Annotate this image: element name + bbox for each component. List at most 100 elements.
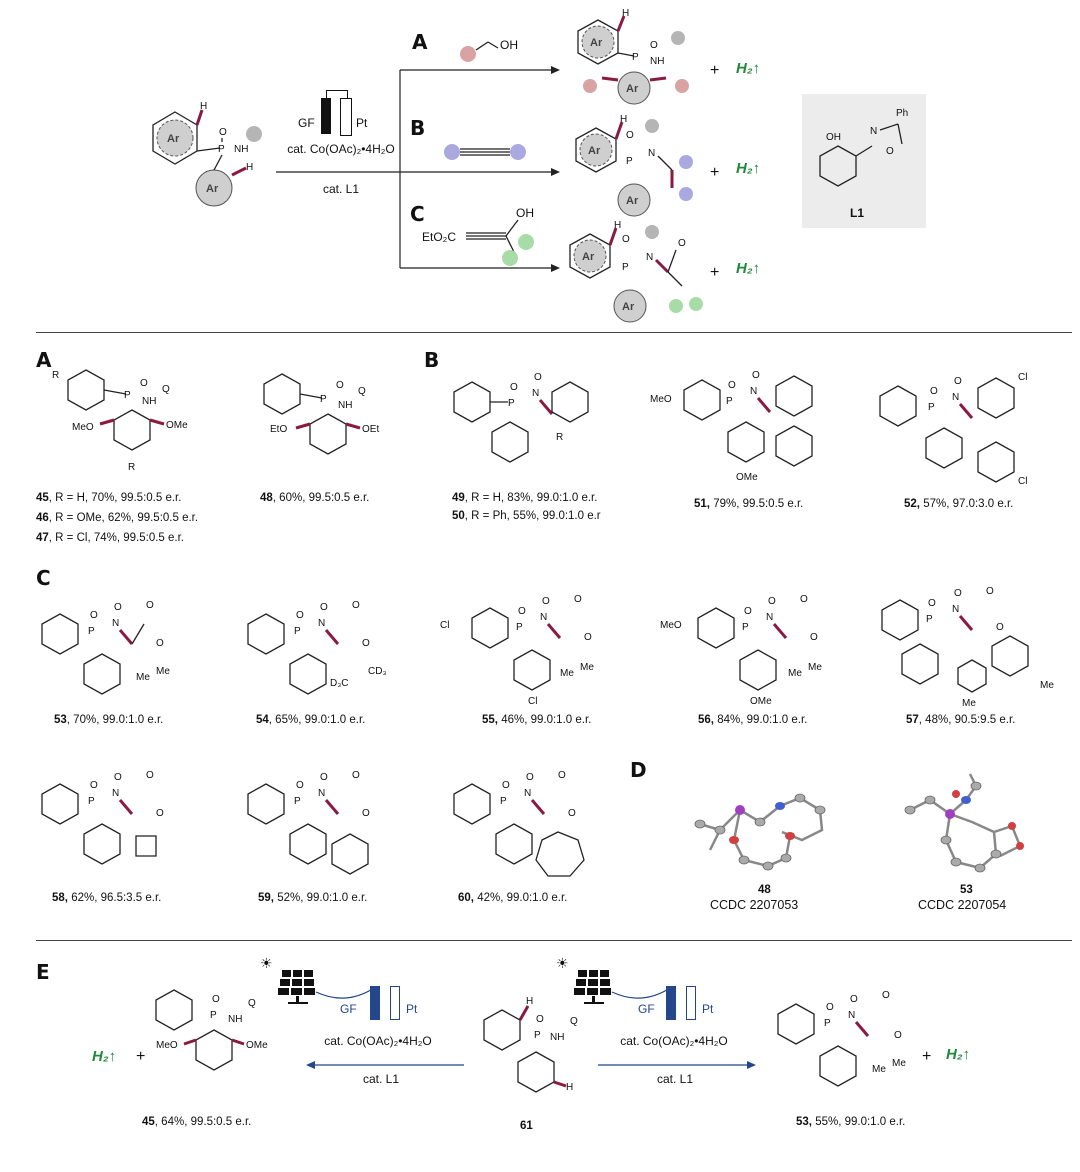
xray-48	[694, 793, 826, 871]
cell-wire	[326, 90, 348, 99]
e-compound-61-structure: H P O NH Q H	[483, 996, 578, 1093]
caption-45: 45, R = H, 70%, 99.5:0.5 e.r.	[36, 492, 182, 504]
product-c: Ar H P O N O Ar	[569, 220, 703, 323]
caption-46: 46, R = OMe, 62%, 99.5:0.5 e.r.	[36, 512, 199, 524]
h2-a: H₂↑	[736, 60, 761, 77]
svg-text:N: N	[870, 126, 877, 137]
e-h2-left: H₂↑	[92, 1048, 117, 1065]
svg-text:Cl: Cl	[440, 620, 449, 631]
svg-text:O: O	[558, 770, 566, 781]
svg-text:OMe: OMe	[736, 472, 758, 483]
svg-text:O: O	[156, 638, 164, 649]
e-right-ligand: cat. L1	[656, 1072, 694, 1086]
svg-text:D₃C: D₃C	[330, 678, 349, 689]
svg-text:O: O	[90, 610, 98, 621]
panel-d-letter: D	[630, 758, 647, 782]
compound-53-structure: P O N O O O Me Me	[41, 600, 170, 695]
e-right-gf: GF	[638, 1002, 655, 1016]
svg-text:O: O	[296, 610, 304, 621]
svg-text:O: O	[336, 380, 344, 391]
caption-56: 56, 84%, 99.0:1.0 e.r.	[698, 714, 808, 726]
svg-text:O: O	[930, 386, 938, 397]
solar-panel-right-icon: ☀	[556, 955, 611, 1004]
compound-51-structure: MeO P O N O OMe	[650, 370, 813, 483]
svg-text:P: P	[534, 1030, 541, 1041]
compound-60-structure: P O N O O O	[453, 770, 585, 877]
svg-text:Ar: Ar	[590, 37, 603, 49]
plus-c: +	[710, 264, 720, 281]
svg-text:O: O	[728, 380, 736, 391]
svg-text:Me: Me	[788, 668, 802, 679]
svg-text:O: O	[352, 770, 360, 781]
svg-text:P: P	[88, 626, 95, 637]
svg-text:Me: Me	[560, 668, 574, 679]
cell-pt-label: Pt	[356, 116, 368, 130]
svg-text:O: O	[114, 772, 122, 783]
branch-arrows	[276, 66, 560, 272]
svg-text:OMe: OMe	[166, 420, 188, 431]
caption-53: 53, 70%, 99.0:1.0 e.r.	[54, 714, 164, 726]
svg-text:O: O	[502, 780, 510, 791]
svg-text:O: O	[850, 994, 858, 1005]
svg-text:N: N	[524, 788, 531, 799]
reagent-propargyl	[466, 219, 534, 266]
svg-text:H: H	[620, 114, 627, 125]
svg-text:O: O	[140, 378, 148, 389]
svg-text:O: O	[752, 370, 760, 381]
svg-text:N: N	[318, 788, 325, 799]
svg-text:O: O	[886, 146, 894, 157]
panel-c-letter: C	[36, 566, 51, 590]
svg-text:Me: Me	[808, 662, 822, 673]
svg-text:O: O	[954, 376, 962, 387]
svg-text:☀: ☀	[260, 955, 273, 971]
svg-text:Q: Q	[570, 1016, 578, 1027]
svg-text:OMe: OMe	[246, 1040, 268, 1051]
h2-c: H₂↑	[736, 260, 761, 277]
svg-text:Ph: Ph	[896, 108, 908, 119]
e-left-gf-electrode	[370, 986, 380, 1020]
e-arrow-right	[598, 1061, 756, 1069]
compound-59-structure: P O N O O O	[247, 770, 370, 875]
xray-53-id: 53	[960, 884, 973, 896]
svg-text:P: P	[294, 796, 301, 807]
svg-text:Ar: Ar	[622, 301, 635, 313]
svg-text:P: P	[88, 796, 95, 807]
ligand-label: L1	[850, 206, 865, 220]
svg-text:H: H	[200, 101, 207, 112]
svg-text:O: O	[518, 606, 526, 617]
compound-55-structure: Cl P O N O O O Cl Me Me	[440, 594, 594, 707]
ligand-box	[802, 94, 926, 228]
svg-text:MeO: MeO	[156, 1040, 178, 1051]
svg-text:H: H	[622, 8, 629, 19]
svg-text:O: O	[650, 40, 658, 51]
svg-text:O: O	[584, 632, 592, 643]
svg-text:O: O	[574, 594, 582, 605]
reagent-alcohol	[460, 41, 499, 62]
svg-text:Cl: Cl	[528, 696, 537, 707]
svg-text:OH: OH	[826, 132, 841, 143]
svg-text:P: P	[742, 622, 749, 633]
e-arrow-left	[306, 1061, 464, 1069]
caption-50: 50, R = Ph, 55%, 99.0:1.0 e.r	[452, 510, 601, 522]
svg-text:Cl: Cl	[1018, 372, 1027, 383]
svg-text:R: R	[128, 462, 135, 473]
plus-b: +	[710, 164, 720, 181]
svg-text:P: P	[500, 796, 507, 807]
e-compound-53-structure: P O N O O O Me Me	[777, 990, 906, 1087]
panel-b-letter: B	[424, 348, 440, 372]
caption-58: 58, 62%, 96.5:3.5 e.r.	[52, 892, 162, 904]
reagent-a-oh: OH	[500, 38, 518, 52]
svg-text:P: P	[124, 390, 131, 401]
e-left-gf: GF	[340, 1002, 357, 1016]
xray-53	[904, 773, 1024, 873]
svg-text:H: H	[246, 162, 253, 173]
cell-gf-label: GF	[298, 116, 315, 130]
reagent-alkyne	[444, 144, 526, 160]
svg-text:H: H	[566, 1082, 573, 1093]
svg-text:O: O	[352, 600, 360, 611]
svg-text:P: P	[626, 156, 633, 167]
svg-text:P: P	[508, 398, 515, 409]
svg-text:Me: Me	[872, 1064, 886, 1075]
svg-text:O: O	[156, 808, 164, 819]
svg-text:Me: Me	[1040, 680, 1054, 691]
